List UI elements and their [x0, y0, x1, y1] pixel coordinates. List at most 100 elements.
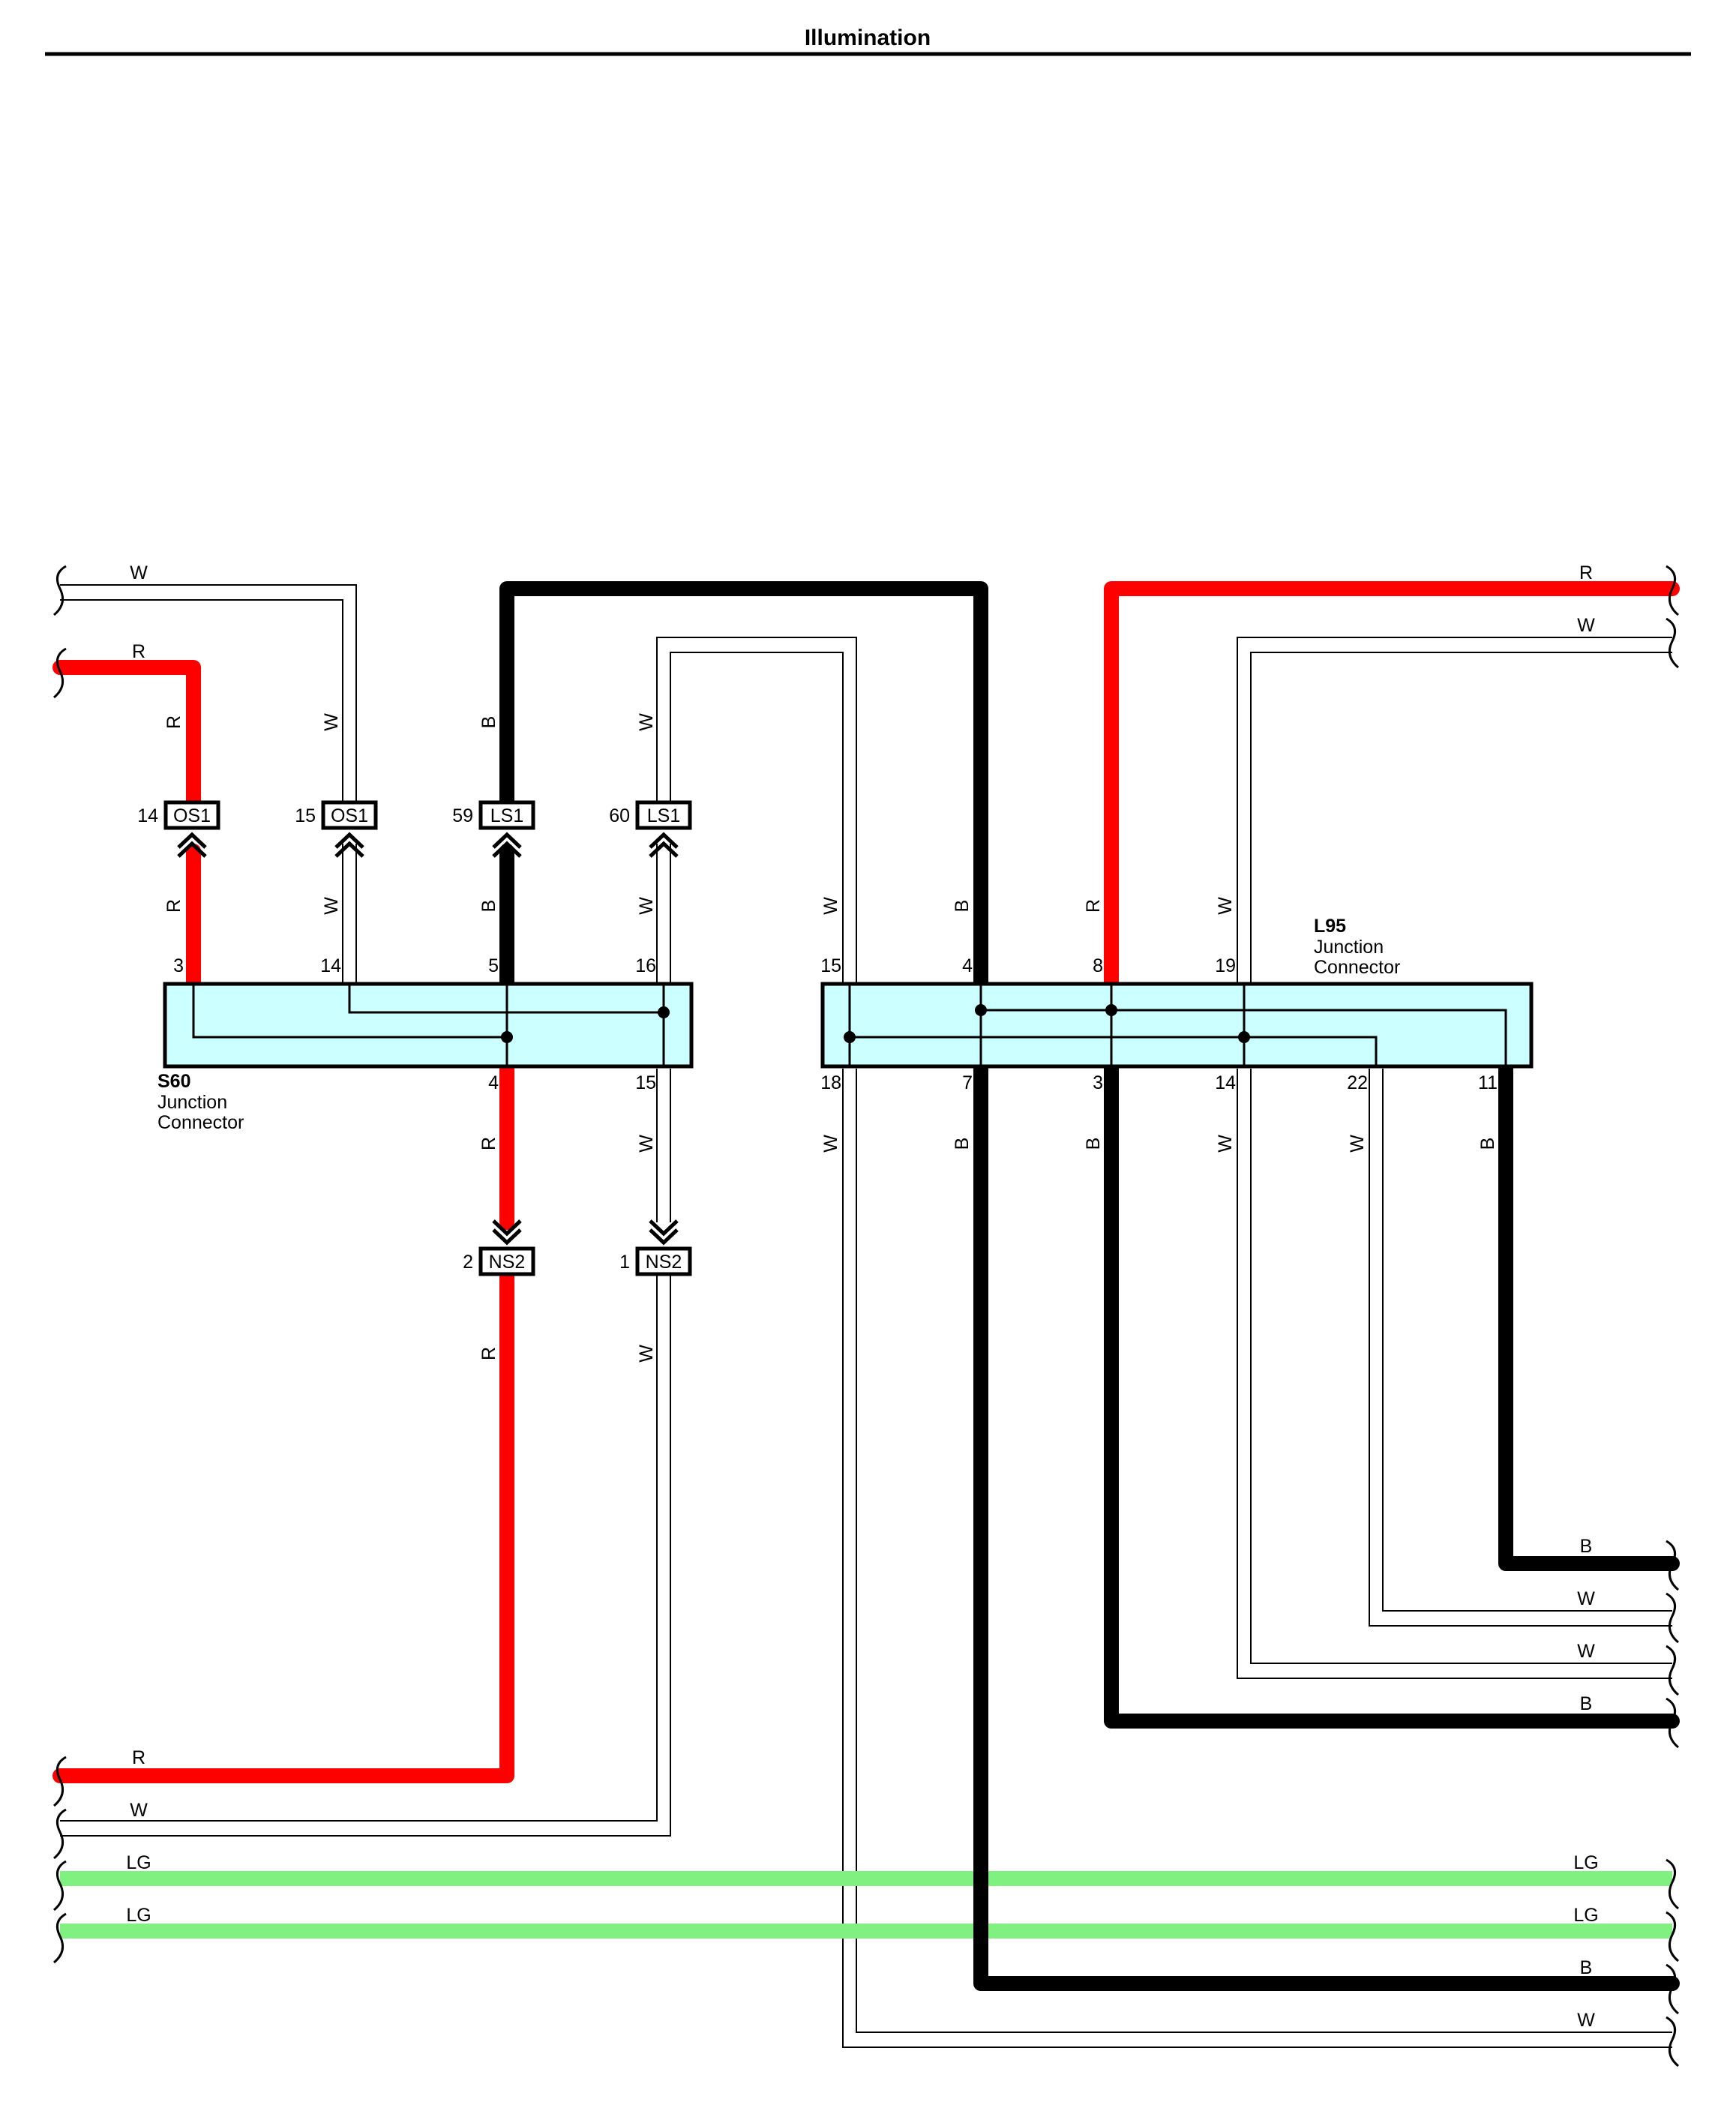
label-l95-7-down: B	[952, 1138, 973, 1150]
s60-pin-14: 14	[320, 955, 341, 976]
os1-14-pin: 14	[137, 805, 158, 826]
label-left-lg1: LG	[126, 1852, 151, 1873]
s60-splice-dot-1	[501, 1031, 513, 1043]
wire-w-l95-22-down-b	[1382, 1069, 1672, 1612]
label-l95-3-down: B	[1083, 1138, 1104, 1150]
l95-pin-14: 14	[1215, 1072, 1236, 1093]
label-ns2-1-down: W	[636, 1345, 657, 1363]
os1-14-terminal-icon	[177, 832, 207, 858]
page-title: Illumination	[805, 25, 931, 50]
label-os1-15-up: W	[321, 713, 342, 731]
l95-splice-dot-3	[844, 1031, 856, 1043]
os1-15-code: OS1	[331, 805, 368, 826]
vertical-wire-labels: R W B W R W B W W B R W R W W B B W W B …	[163, 713, 1498, 1363]
label-right-w-bottom: W	[1577, 2010, 1595, 2031]
l95-splice-dot-2	[1105, 1004, 1117, 1016]
os1-15-terminal-icon	[334, 832, 364, 858]
wire-w-l95-14-down-a	[1237, 1069, 1672, 1679]
wire-w-right-top-a	[1237, 637, 1672, 982]
wire-r-right-top	[1104, 581, 1680, 990]
label-ls1-59-up: B	[478, 716, 499, 729]
break-right-6	[1666, 1697, 1679, 1749]
label-ls1-60-down: W	[636, 897, 657, 915]
l95-splice-dot-4	[1238, 1031, 1250, 1043]
label-right-r-top: R	[1579, 562, 1593, 583]
pin-numbers: 3 14 5 16 4 15 15 4 8 19 18 7 3 14 22 11	[173, 955, 1498, 1093]
wire-r-left-top	[52, 660, 201, 810]
break-right-4	[1666, 1592, 1679, 1644]
label-ls1-59-down: B	[478, 900, 499, 913]
break-right-1	[1666, 565, 1679, 616]
break-left-5	[53, 1860, 67, 1912]
wire-w-l95-22-down-a	[1369, 1069, 1672, 1627]
s60-pin-5: 5	[488, 955, 499, 976]
label-right-lg1: LG	[1573, 1852, 1598, 1873]
label-l95-14-down: W	[1215, 1135, 1236, 1153]
label-right-w2: W	[1577, 1641, 1595, 1662]
wire-w-l95-14-down-b	[1250, 1069, 1672, 1664]
ns2-2-pin: 2	[463, 1252, 473, 1273]
l95-name: L95	[1314, 916, 1346, 937]
wire-b-l95-3-down	[1104, 1061, 1680, 1729]
l95-splice-dot-1	[975, 1004, 987, 1016]
s60-junction-connector: S60 Junction Connector	[157, 982, 694, 1133]
l95-pin-15: 15	[820, 955, 841, 976]
label-s60-4-down: R	[478, 1137, 499, 1150]
inline-connector-ns2-2: NS2 2	[463, 1219, 535, 1276]
break-right-5	[1666, 1645, 1679, 1696]
label-left-r-top: R	[132, 641, 145, 662]
wire-w-l95-18-down-a	[842, 1069, 1672, 2048]
break-right-8	[1666, 1911, 1679, 1963]
ns2-1-pin: 1	[619, 1252, 630, 1273]
l95-desc-2: Connector	[1314, 957, 1400, 978]
label-l95-18-down: W	[820, 1135, 841, 1153]
lg-wires	[60, 1871, 1672, 1939]
l95-pin-7: 7	[962, 1072, 973, 1093]
label-right-b-bottom: B	[1580, 1957, 1593, 1978]
break-left-1	[53, 565, 67, 616]
wire-w-left-top-b	[60, 599, 343, 810]
horizontal-wire-labels: W R R W B W W B R W LG LG LG LG B W	[126, 562, 1598, 2031]
wire-r-ns2-2-down	[52, 1267, 514, 1783]
s60-pin-16: 16	[635, 955, 656, 976]
ls1-59-pin: 59	[452, 805, 473, 826]
break-left-4	[53, 1808, 67, 1860]
inline-connector-os1-15: OS1 15	[295, 800, 378, 858]
s60-desc-2: Connector	[157, 1112, 244, 1133]
s60-desc-1: Junction	[157, 1092, 227, 1113]
label-os1-14-down: R	[163, 899, 184, 913]
wire-w-ls1-60-up-a	[656, 637, 857, 982]
l95-pin-18: 18	[820, 1072, 841, 1093]
os1-15-pin: 15	[295, 805, 316, 826]
label-l95-22-down: W	[1347, 1135, 1368, 1153]
wire-b-l95-11-down	[1498, 1061, 1680, 1571]
inline-connector-ls1-60: LS1 60	[609, 800, 692, 858]
l95-pin-22: 22	[1347, 1072, 1368, 1093]
ns2-2-terminal-icon	[492, 1219, 522, 1246]
label-l95-19-up: W	[1215, 897, 1236, 915]
wire-w-ns2-1-down-b	[60, 1275, 671, 1837]
s60-name: S60	[157, 1071, 190, 1092]
break-left-2	[53, 647, 67, 699]
label-ns2-2-down: R	[478, 1347, 499, 1360]
wire-w-right-top-b	[1250, 652, 1672, 982]
ns2-2-code: NS2	[489, 1252, 526, 1273]
label-left-lg2: LG	[126, 1905, 151, 1926]
s60-splice-dot-2	[658, 1006, 670, 1018]
inline-connector-os1-14: OS1 14	[137, 800, 220, 858]
break-right-2	[1666, 617, 1679, 669]
inline-connector-ls1-59: LS1 59	[452, 800, 535, 858]
label-l95-4-up: B	[952, 900, 973, 913]
break-right-10	[1666, 2016, 1679, 2068]
left-break-marks	[53, 565, 67, 1964]
wire-b-l95-7-down	[973, 1061, 1680, 1991]
break-left-6	[53, 1912, 67, 1964]
inline-connector-ns2-1: NS2 1	[619, 1219, 692, 1276]
wire-w-ls1-60-up-b	[670, 652, 844, 982]
s60-pin-15: 15	[635, 1072, 656, 1093]
ls1-59-terminal-icon	[492, 832, 522, 858]
break-right-7	[1666, 1858, 1679, 1910]
break-right-9	[1666, 1963, 1679, 2015]
s60-pin-3: 3	[173, 955, 184, 976]
